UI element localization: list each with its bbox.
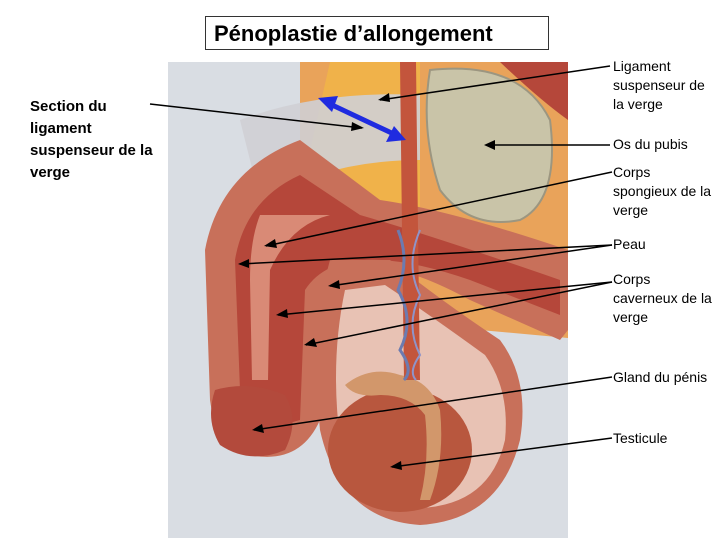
- vessel-plexus: [396, 229, 410, 382]
- leader-spongieux: [265, 171, 613, 247]
- leader-gland: [253, 376, 613, 431]
- arrowhead-gland: [252, 424, 264, 433]
- glans-shape: [211, 386, 293, 457]
- upper-muscle: [500, 62, 568, 120]
- leader-peau-2: [329, 244, 613, 287]
- leader-arrowheads: [238, 93, 495, 470]
- arrowhead-pubis: [484, 140, 495, 150]
- label-peau: Peau: [613, 236, 646, 252]
- section-arrowhead-left: [318, 96, 338, 112]
- label-testicule: Testicule: [613, 430, 668, 446]
- arrowhead-peau-2: [328, 280, 340, 289]
- leader-lines: [149, 65, 613, 468]
- arrowhead-testicule: [390, 461, 402, 470]
- page-title: Pénoplastie d’allongement: [205, 16, 549, 50]
- arrowhead-spongieux: [264, 239, 277, 248]
- leader-caverneux-2: [305, 281, 613, 346]
- arrowhead-caverneux-2: [304, 338, 317, 347]
- leader-ligament: [379, 65, 611, 101]
- leader-section: [149, 103, 363, 129]
- leader-peau-1: [239, 244, 613, 265]
- label-os-pubis: Os du pubis: [613, 136, 688, 152]
- arrowhead-peau-1: [238, 259, 249, 268]
- arrowhead-caverneux-1: [276, 309, 288, 318]
- vessel-plexus-2: [411, 229, 422, 381]
- label-corps-spongieux: Corps spongieux de la verge: [613, 164, 712, 218]
- spermatic-cord: [400, 62, 420, 380]
- corpora-cavernosa: [235, 175, 560, 430]
- label-section-ligament: Section du ligament suspenseur de la ver…: [30, 98, 153, 181]
- label-ligament-suspenseur: Ligament suspenseur de la verge: [613, 58, 705, 112]
- leader-caverneux-1: [277, 281, 613, 316]
- corpus-spongiosum: [250, 215, 330, 380]
- leader-testicule: [391, 437, 613, 468]
- section-arrowhead-right: [386, 126, 406, 142]
- label-corps-caverneux: Corps caverneux de la verge: [613, 271, 712, 325]
- arrowhead-section: [351, 122, 364, 131]
- epididymis: [345, 371, 442, 500]
- label-gland: Gland du pénis: [613, 369, 708, 385]
- arrowhead-ligament: [378, 93, 390, 102]
- testicle-shape: [328, 388, 472, 512]
- section-arrow-shaft: [328, 101, 400, 139]
